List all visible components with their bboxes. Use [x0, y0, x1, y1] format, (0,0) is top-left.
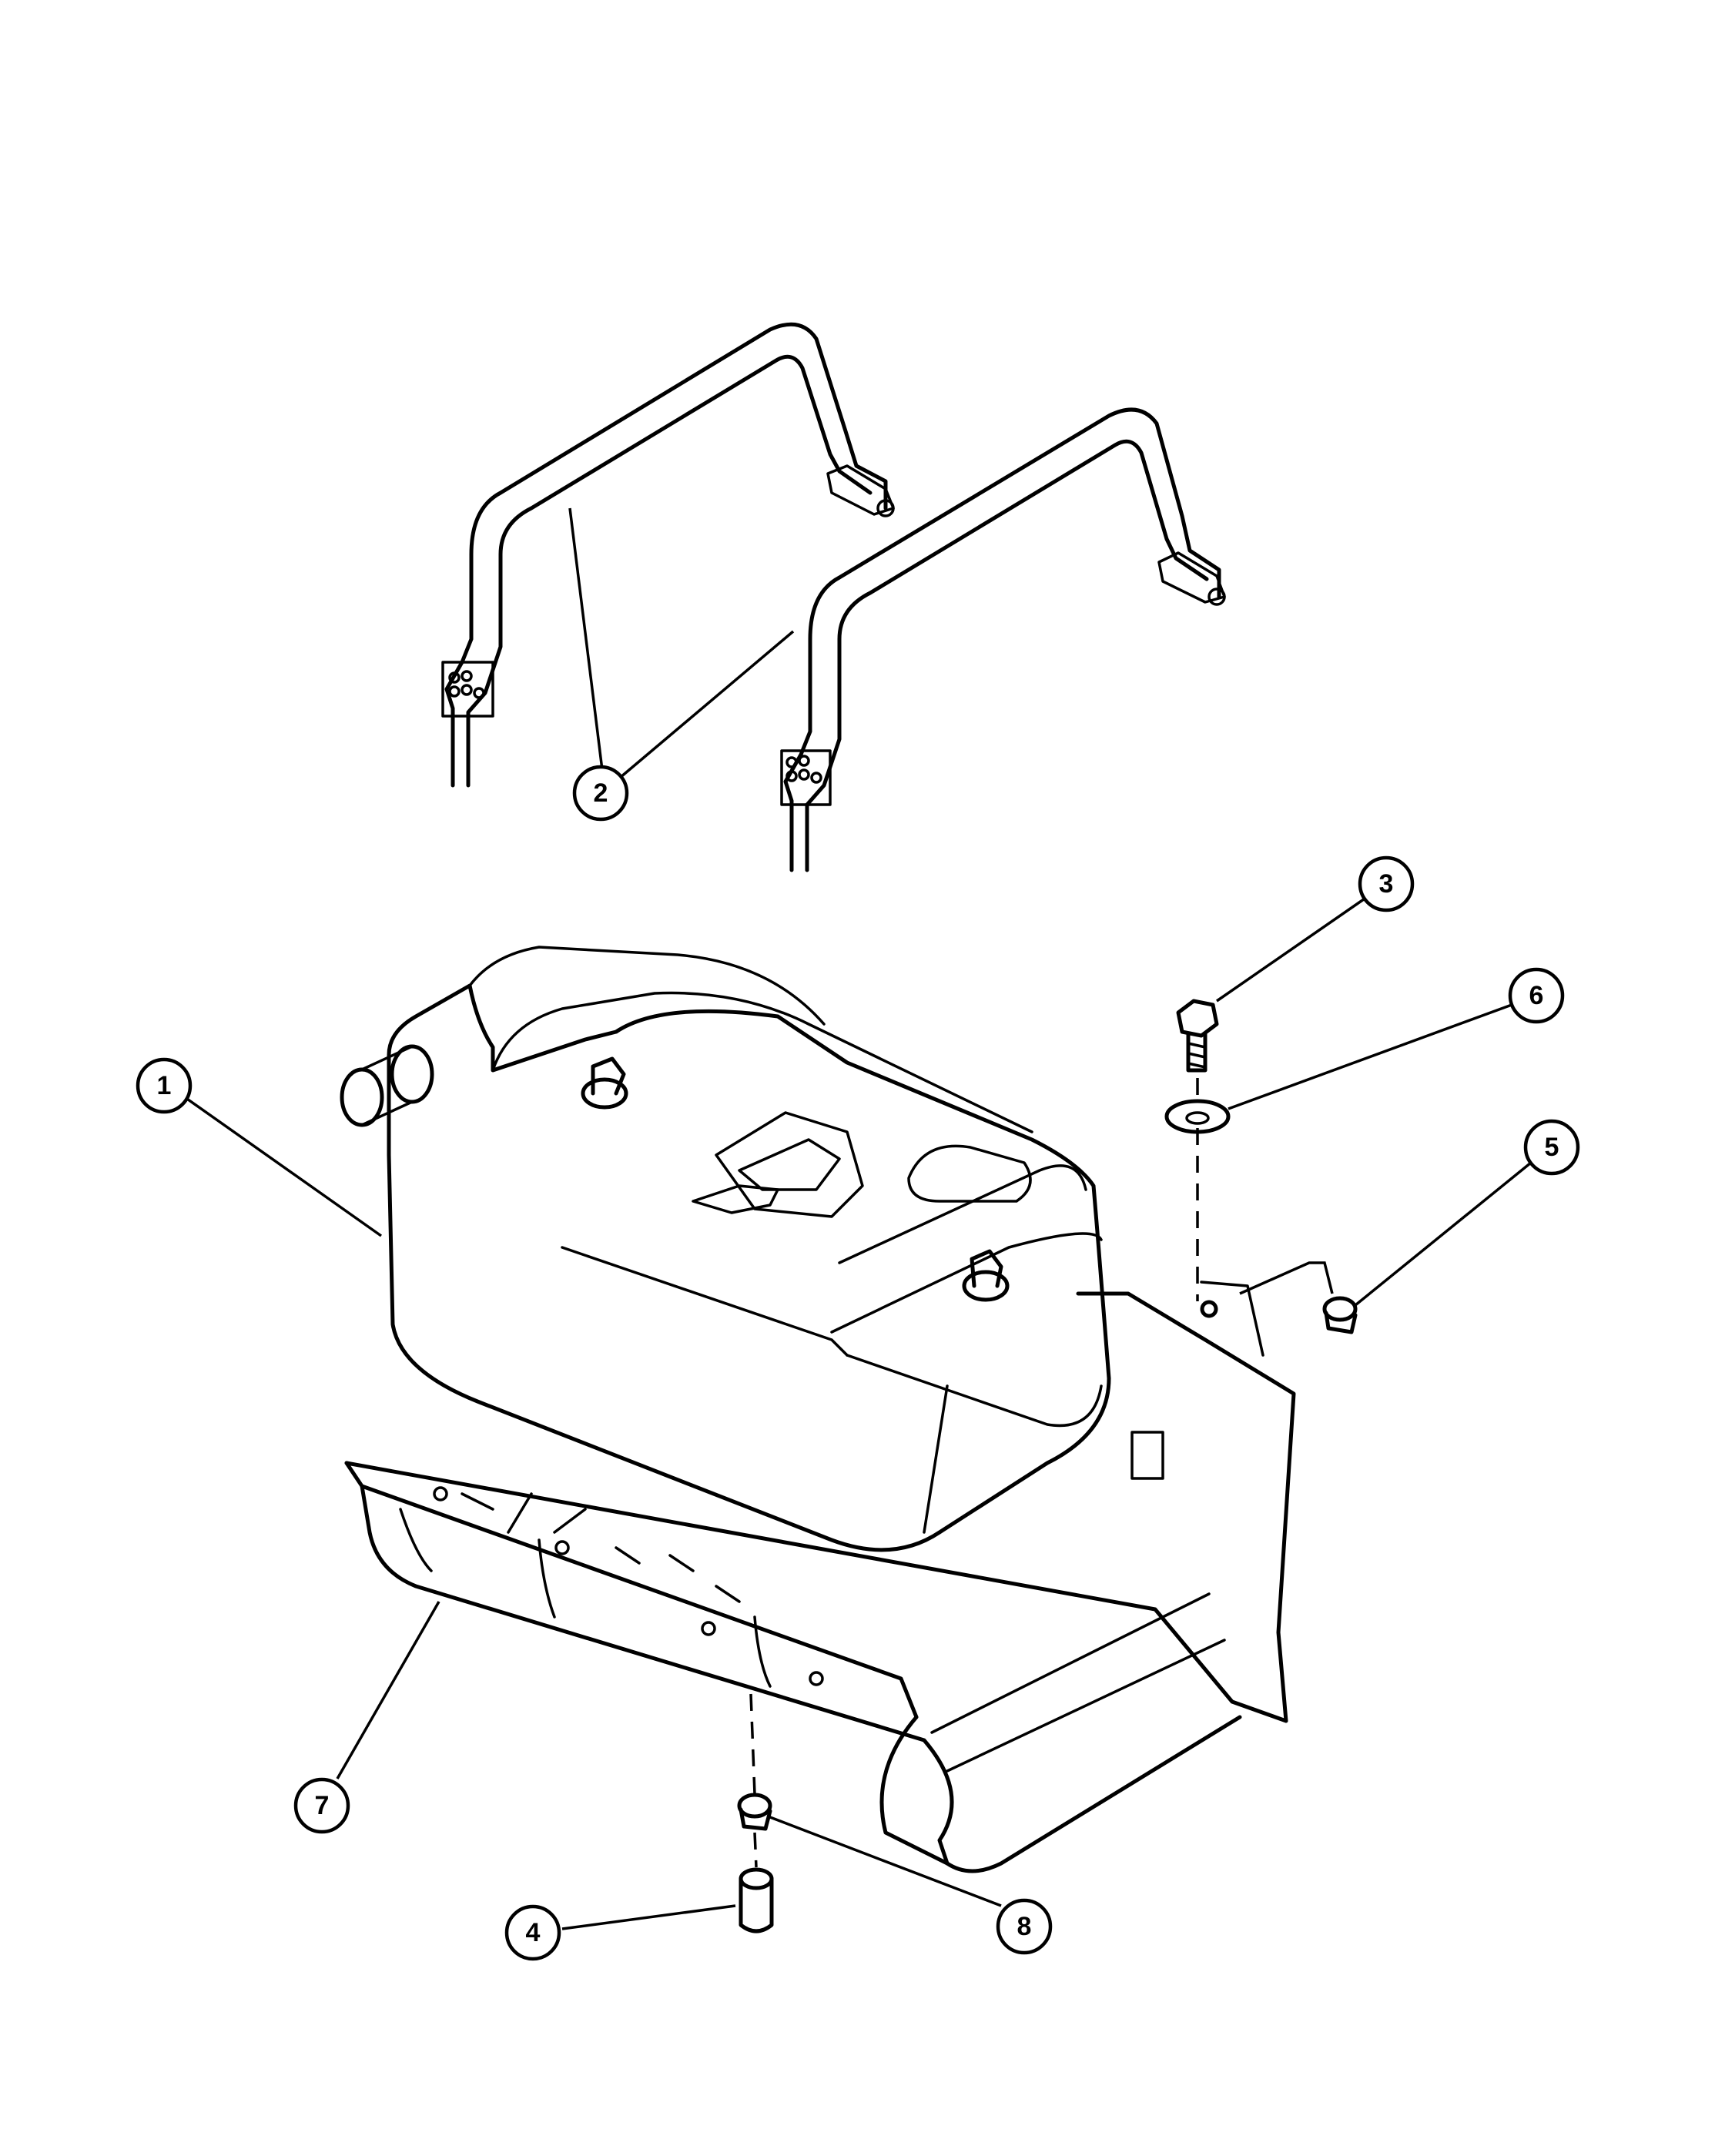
tank-strap-front — [780, 407, 1226, 872]
callout-1: 1 — [136, 1057, 193, 1114]
callout-7-label: 7 — [315, 1791, 330, 1820]
leader-lines — [183, 507, 1532, 1930]
bolt — [1176, 999, 1219, 1073]
callout-1-label: 1 — [157, 1071, 172, 1100]
skid-plate — [344, 1281, 1296, 1873]
callout-7: 7 — [293, 1777, 350, 1834]
callout-8-label: 8 — [1017, 1912, 1032, 1941]
callout-5: 5 — [1523, 1119, 1580, 1176]
callout-4: 4 — [504, 1904, 561, 1961]
callout-4-label: 4 — [526, 1918, 541, 1947]
callout-3-label: 3 — [1379, 869, 1394, 899]
callout-5-label: 5 — [1545, 1133, 1559, 1162]
callout-2: 2 — [572, 765, 629, 822]
callout-8: 8 — [996, 1898, 1053, 1955]
callout-3: 3 — [1358, 855, 1415, 912]
callout-6: 6 — [1508, 967, 1565, 1024]
callout-2-label: 2 — [594, 778, 608, 808]
nut-bottom — [737, 1793, 772, 1831]
spacer-sleeve — [739, 1867, 774, 1933]
nut-right — [1322, 1296, 1358, 1334]
tank-strap-rear — [441, 322, 895, 788]
callout-6-label: 6 — [1529, 981, 1544, 1010]
washer — [1164, 1099, 1231, 1134]
fuel-tank — [340, 946, 1111, 1552]
